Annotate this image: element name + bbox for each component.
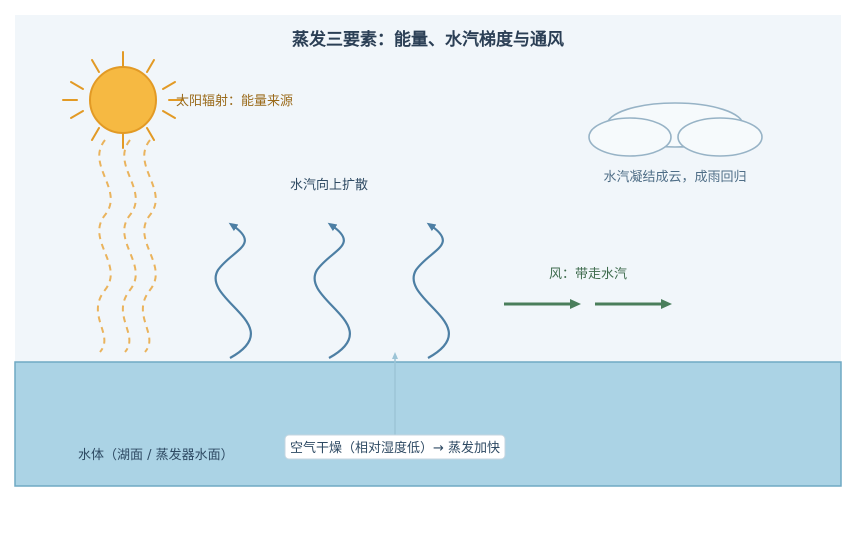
heat-rays bbox=[96, 139, 157, 353]
sun-label: 太阳辐射：能量来源 bbox=[176, 93, 293, 109]
cloud-icon bbox=[588, 102, 763, 157]
dry-air-label: 空气干燥（相对湿度低）→ 蒸发加快 bbox=[290, 440, 500, 456]
cloud-label: 水汽凝结成云，成雨回归 bbox=[603, 169, 746, 185]
diagram-title: 蒸发三要素：能量、水汽梯度与通风 bbox=[292, 29, 564, 50]
sun-icon bbox=[62, 51, 184, 149]
vapor-label: 水汽向上扩散 bbox=[290, 177, 368, 193]
dry-air-box bbox=[284, 434, 506, 460]
sky-background bbox=[15, 15, 841, 365]
wind-label: 风：带走水汽 bbox=[549, 267, 627, 282]
water-label: 水体（湖面 / 蒸发器水面） bbox=[78, 447, 234, 463]
water-body bbox=[14, 361, 842, 487]
vapor-wave-icon bbox=[214, 222, 450, 359]
